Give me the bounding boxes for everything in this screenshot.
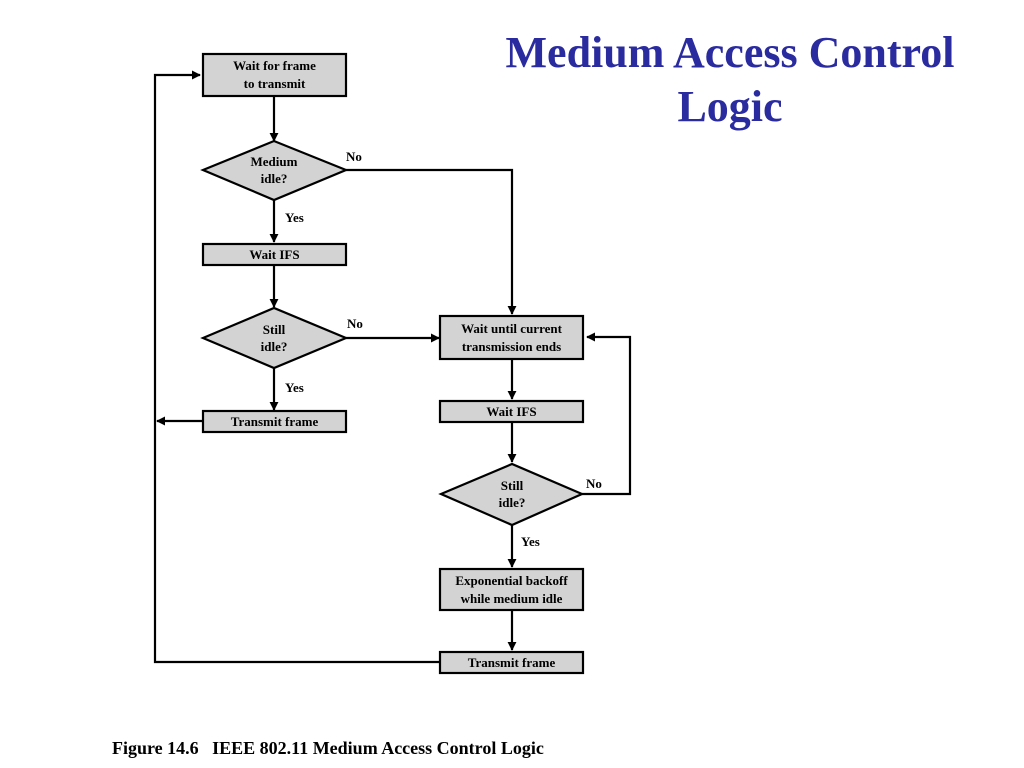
slide-title-line-2: Logic [677, 82, 783, 131]
node-wait-ifs-2-label: Wait IFS [486, 404, 536, 419]
edge-label-yes: Yes [285, 210, 304, 225]
node-wait-ifs-2: Wait IFS [438, 399, 585, 424]
slide-title-line-1: Medium Access Control [505, 28, 955, 77]
node-wait-ifs-1-label: Wait IFS [249, 247, 299, 262]
slide-title: Medium Access Control Logic [450, 26, 1010, 134]
edge-label-yes: Yes [285, 380, 304, 395]
edge-label-no: No [346, 149, 362, 164]
decision-still-idle-2: Still idle? [438, 462, 585, 527]
decision-still-idle-1-line-2: idle? [261, 339, 288, 354]
node-transmit-frame-1-label: Transmit frame [231, 414, 319, 429]
decision-still-idle-1-line-1: Still [263, 322, 286, 337]
connector-still-idle-2-no [582, 332, 632, 496]
node-wait-until-line-1: Wait until current [461, 321, 563, 336]
decision-still-idle-1: Still idle? [200, 306, 349, 370]
decision-medium-idle-line-1: Medium [251, 154, 298, 169]
edge-label-no: No [347, 316, 363, 331]
figure-caption: Figure 14.6 IEEE 802.11 Medium Access Co… [112, 738, 544, 758]
node-backoff-line-1: Exponential backoff [455, 573, 568, 588]
node-wait-for-frame-line-1: Wait for frame [233, 58, 316, 73]
decision-medium-idle: Medium idle? [200, 139, 349, 202]
decision-medium-idle-line-2: idle? [261, 171, 288, 186]
decision-still-idle-2-line-1: Still [501, 478, 524, 493]
node-exponential-backoff: Exponential backoff while medium idle [438, 567, 585, 612]
connector-medium-idle-no [346, 168, 517, 315]
node-transmit-frame-1: Transmit frame [201, 409, 348, 434]
node-wait-for-frame-line-2: to transmit [244, 76, 306, 91]
flow-connectors [153, 70, 632, 664]
node-wait-for-frame: Wait for frame to transmit [201, 52, 348, 98]
node-backoff-line-2: while medium idle [461, 591, 563, 606]
edge-label-no: No [586, 476, 602, 491]
node-transmit-frame-2-label: Transmit frame [468, 655, 556, 670]
edge-label-yes: Yes [521, 534, 540, 549]
connector-loop-back [153, 70, 440, 664]
node-wait-until-transmission-ends: Wait until current transmission ends [438, 314, 585, 361]
node-transmit-frame-2: Transmit frame [438, 650, 585, 675]
decision-still-idle-2-line-2: idle? [499, 495, 526, 510]
node-wait-until-line-2: transmission ends [462, 339, 561, 354]
node-wait-ifs-1: Wait IFS [201, 242, 348, 267]
